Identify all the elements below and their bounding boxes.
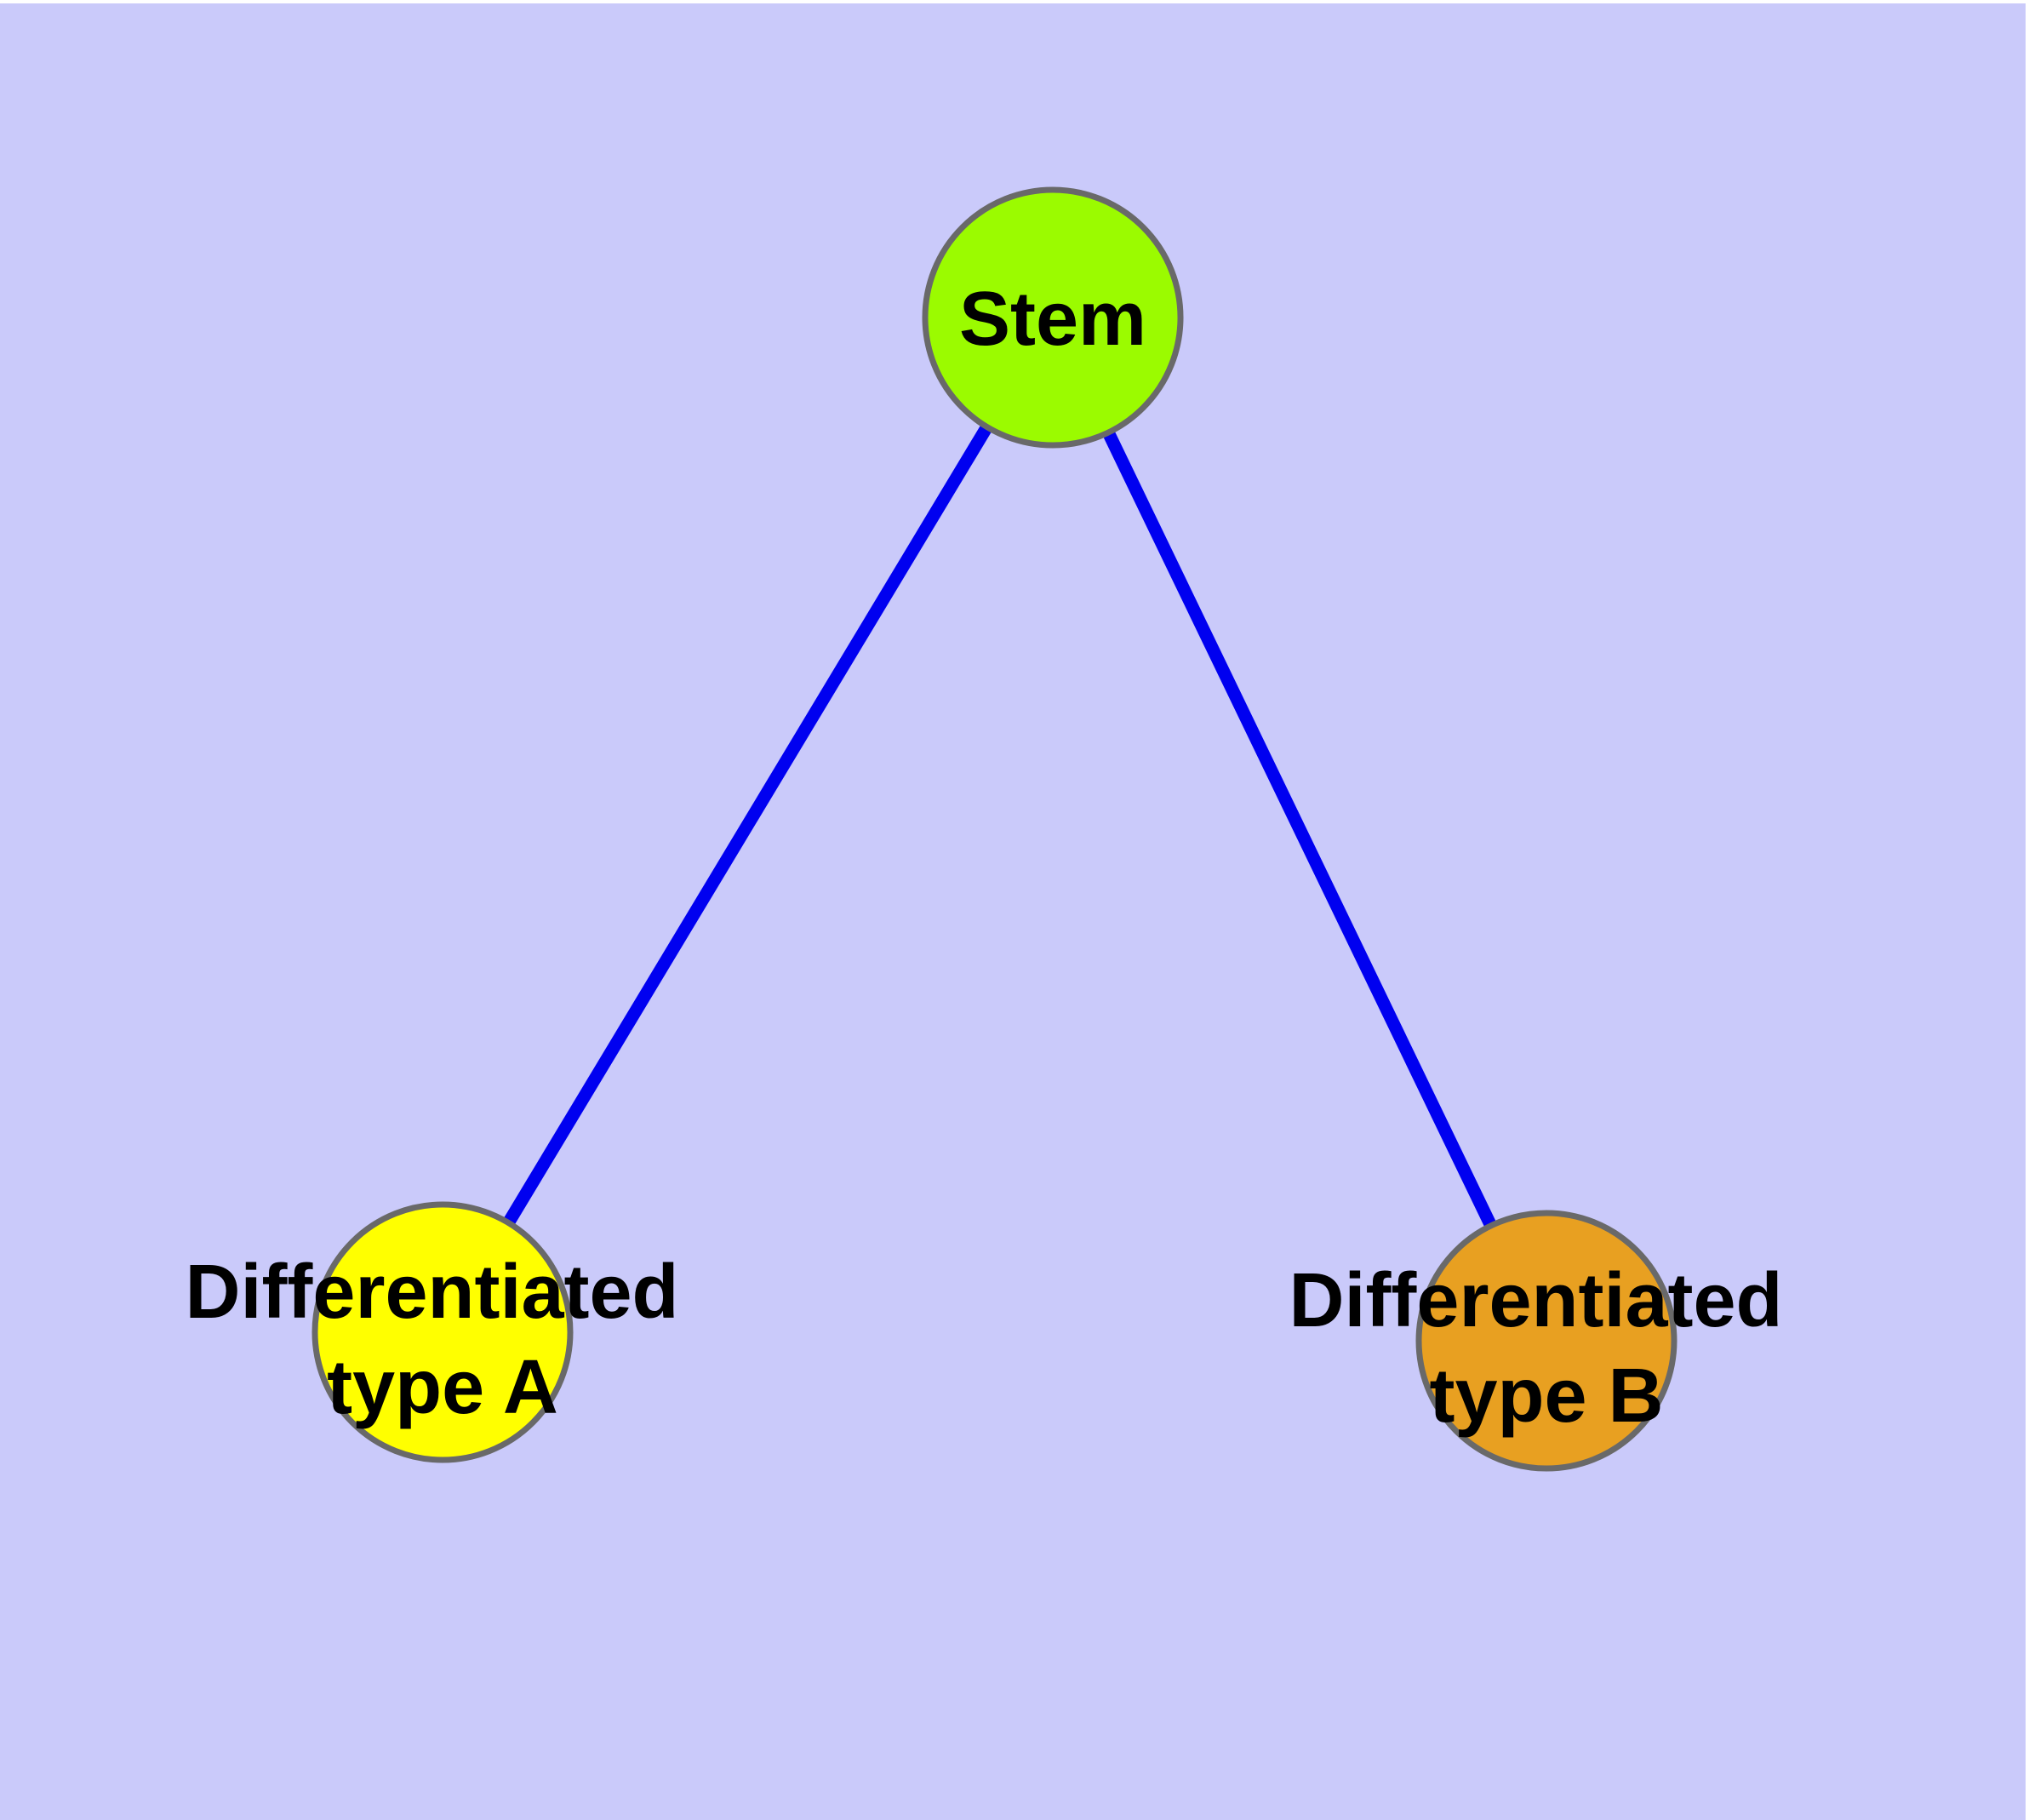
type-a-label-line2: type A: [327, 1345, 558, 1430]
edge-stem-to-type-b: [1047, 314, 1552, 1344]
type-a-node-circle: [311, 1201, 574, 1463]
type-b-node-label: Differentiated type B: [1289, 1258, 1803, 1439]
node-stem: Stem: [922, 186, 1184, 449]
node-type-b: Differentiated type B: [1289, 1210, 1803, 1472]
stem-node-label: Stem: [959, 277, 1146, 362]
type-b-label-line1: Differentiated: [1289, 1258, 1782, 1343]
stem-node-circle: [922, 186, 1184, 449]
edges: [437, 314, 1552, 1344]
type-a-label-line1: Differentiated: [185, 1250, 678, 1335]
edge-stem-to-type-a: [437, 314, 1059, 1336]
type-b-label-line2: type B: [1429, 1354, 1663, 1439]
type-b-node-circle: [1415, 1210, 1677, 1472]
node-type-a: Differentiated type A: [185, 1201, 700, 1463]
type-a-node-label: Differentiated type A: [185, 1250, 700, 1430]
